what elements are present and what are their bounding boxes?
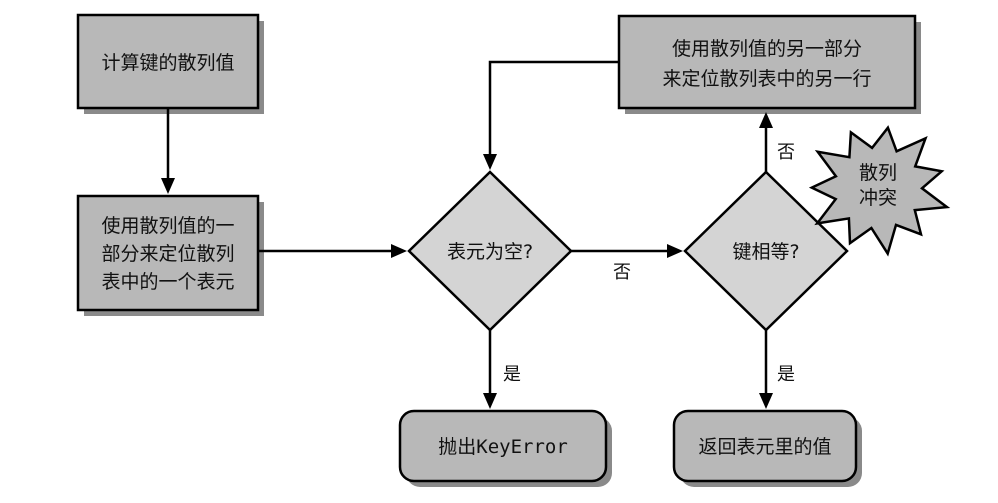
node-return-value-text: 返回表元里的值 bbox=[698, 436, 831, 458]
node-hash-collision-line-2: 冲突 bbox=[859, 187, 897, 209]
node-hash-collision: 散列 冲突 bbox=[808, 125, 951, 257]
keyerror-code: KeyError bbox=[476, 436, 568, 458]
node-bucket-empty-text: 表元为空? bbox=[447, 241, 533, 263]
edge-relocate-to-empty bbox=[483, 60, 619, 170]
node-compute-hash: 计算键的散列值 bbox=[76, 13, 264, 114]
node-hash-collision-line-1: 散列 bbox=[859, 162, 897, 184]
node-compute-hash-text: 计算键的散列值 bbox=[101, 52, 234, 74]
edge-empty-no: 否 bbox=[571, 244, 683, 283]
edge-equal-yes: 是 bbox=[759, 330, 795, 409]
node-bucket-empty: 表元为空? bbox=[407, 170, 573, 332]
edge-equal-no: 否 bbox=[759, 112, 795, 172]
edge-empty-yes-label: 是 bbox=[503, 364, 521, 385]
edge-equal-yes-label: 是 bbox=[777, 364, 795, 385]
node-relocate: 使用散列值的另一部分 来定位散列表中的另一行 bbox=[617, 14, 921, 114]
edge-empty-no-label: 否 bbox=[613, 262, 631, 283]
node-relocate-line-2: 来定位散列表中的另一行 bbox=[662, 68, 871, 90]
raise-prefix: 抛出 bbox=[438, 436, 476, 458]
edge-empty-yes: 是 bbox=[483, 330, 521, 409]
edge-equal-no-label: 否 bbox=[777, 142, 795, 163]
node-keys-equal-text: 键相等? bbox=[732, 241, 799, 263]
node-locate-bucket-line-1: 使用散列值的一 bbox=[101, 215, 234, 237]
node-keys-equal: 键相等? bbox=[683, 170, 849, 332]
edge-compute-to-locate bbox=[161, 108, 175, 194]
node-locate-bucket-line-3: 表中的一个表元 bbox=[101, 271, 234, 293]
edge-locate-to-empty bbox=[258, 244, 407, 258]
node-locate-bucket: 使用散列值的一 部分来定位散列 表中的一个表元 bbox=[76, 194, 264, 316]
node-return-value: 返回表元里的值 bbox=[672, 409, 862, 487]
node-raise-keyerror-text: 抛出KeyError bbox=[438, 436, 568, 458]
node-raise-keyerror: 抛出KeyError bbox=[398, 409, 612, 487]
node-relocate-line-1: 使用散列值的另一部分 bbox=[672, 38, 862, 60]
node-locate-bucket-line-2: 部分来定位散列 bbox=[101, 243, 234, 265]
